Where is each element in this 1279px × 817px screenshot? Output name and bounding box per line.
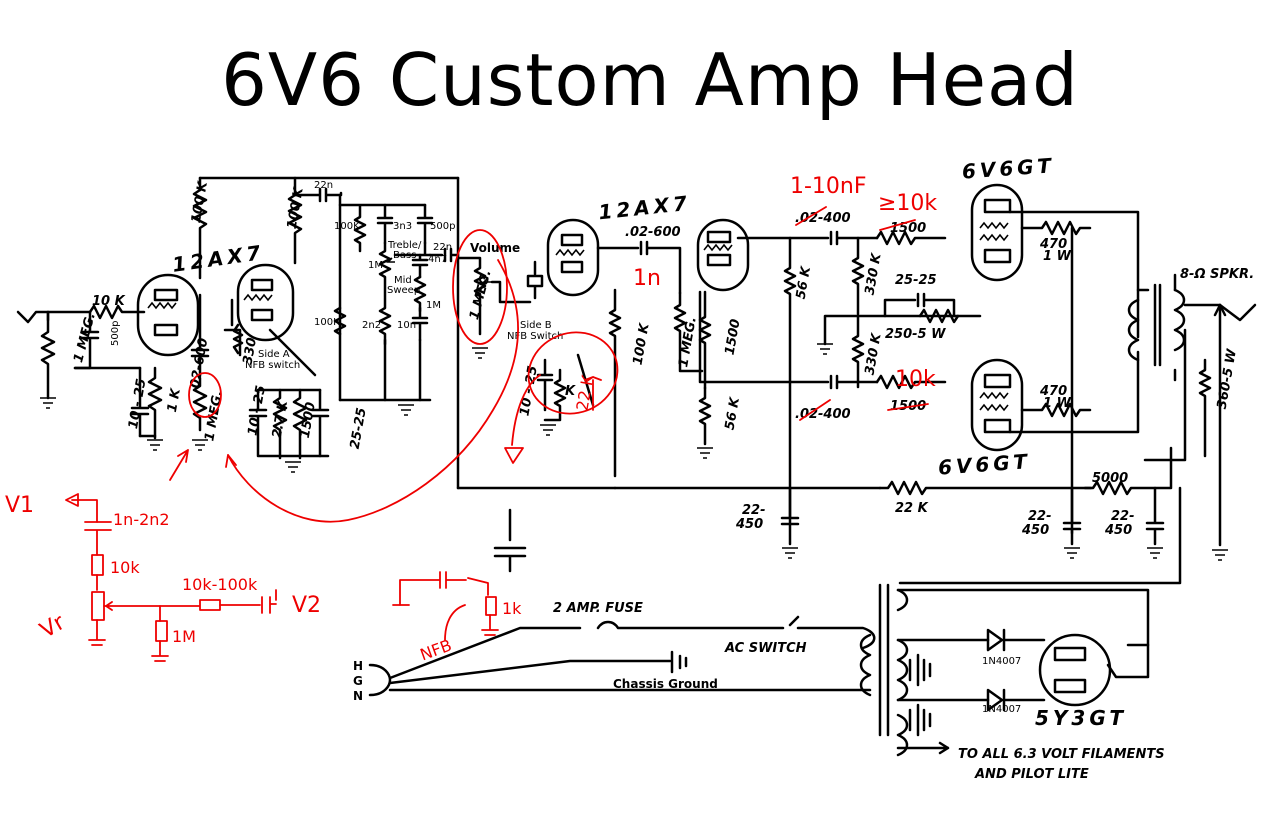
speaker-label: 8-Ω SPKR. <box>1180 267 1254 282</box>
c4n7-label: 4n7 <box>428 254 447 265</box>
v1-annotation: V1 <box>5 493 34 518</box>
c22-450-a-label: 22-450 <box>735 503 766 532</box>
ac-switch-label: AC SWITCH <box>724 641 807 656</box>
r56k-ps-label: 56 K <box>794 265 815 301</box>
power-supply: 22 K 5000 22-450 22-450 22-450 <box>456 446 1182 585</box>
pi-100k-label: 100 K <box>631 322 653 367</box>
c22-450-c-label: 22-450 <box>1104 509 1135 538</box>
power-amp: 1500 1500 56 K 330 K 330 K 25-25 250-5 W… <box>783 153 1257 561</box>
tube-v1-label: 12AX7 <box>171 240 266 277</box>
v2-annotation: V2 <box>292 593 321 618</box>
c22-450-b-label: 22-450 <box>1021 509 1052 538</box>
c3n3-label: 3n3 <box>393 221 412 232</box>
r2-7k-label: 2.7 K <box>270 399 291 440</box>
nfb-annotation: NFB <box>417 636 454 665</box>
r330k-bot-label: 330 K <box>863 332 885 377</box>
r330k-top-label: 330 K <box>863 252 885 297</box>
c25-25-label: 25-25 <box>348 407 370 451</box>
c25-25-b-label: 25-25 <box>895 273 937 288</box>
mains-n-label: N <box>353 689 363 703</box>
c1-10nf-annotation: 1-10nF <box>790 174 867 199</box>
c22n-vol-label: 22n <box>433 242 452 253</box>
in-500p-label: 500p <box>110 321 121 346</box>
r10k-b-annotation: 10k <box>895 367 936 392</box>
mains-input: H G N 2 AMP. FUSE AC SWITCH Chassis Grou… <box>353 601 876 703</box>
page-title: 6V6 Custom Amp Head <box>221 38 1079 122</box>
r5000-label: 5000 <box>1092 471 1128 486</box>
chassis-ground-label: Chassis Ground <box>613 677 718 691</box>
r1500-top-label: 1500 <box>890 221 926 236</box>
r100k-tone2-label: 100K <box>314 317 340 328</box>
tube-v2-12ax7: 12AX7 .02-600 100 K 1 MEG. 1500 56 K .02… <box>546 191 879 478</box>
mains-g-label: G <box>353 674 363 688</box>
tube-v1-12ax7: 12AX7 <box>136 240 295 357</box>
treble-bass-label: Treble/Bass <box>387 240 422 261</box>
plate-100k-b-label: 100 K <box>285 186 307 231</box>
pot-1m-b-label: 1M <box>426 300 441 311</box>
tone-stack: 100K 3n3 500p Treble/Bass 1M 4n7 22n Mid… <box>314 176 460 490</box>
tube-rectifier-label: 5Y3GT <box>1035 706 1127 730</box>
pi-1meg-label: 1 MEG. <box>676 316 700 369</box>
tube-v2-label: 12AX7 <box>597 191 692 225</box>
ge10k-annotation: ≥10k <box>878 191 937 216</box>
diode-top-label: 1N4007 <box>982 656 1021 667</box>
tube-power-top-label: 6V6GT <box>961 153 1055 183</box>
stage1-wiring: 100 K 100 K 22n .02-600 1 MEG. 10 - 25 1… <box>126 176 460 473</box>
c1n-annotation: 1n <box>633 266 661 291</box>
cath-1k-label: 1 K <box>165 387 184 414</box>
r22k-ps-label: 22 K <box>895 501 929 516</box>
vr-annotation: Vr <box>36 610 70 644</box>
fuse-label: 2 AMP. FUSE <box>553 601 643 616</box>
r10k-100k-annotation: 10k-100k <box>182 575 258 594</box>
vol-1meg-label: 1 MEG. <box>467 268 495 321</box>
tube-power-bot-label: 6V6GT <box>937 449 1031 479</box>
c10n-label: 10n <box>397 320 416 331</box>
c1n-2n2-annotation: 1n-2n2 <box>113 510 170 529</box>
c2n2-label: 2n2 <box>362 320 381 331</box>
plate-100k-a-label: 100 K <box>189 180 211 225</box>
in-10k-label: 10 K <box>92 294 126 309</box>
r1m-annotation: 1M <box>172 627 196 646</box>
r10k-a-annotation: 10k <box>110 558 140 577</box>
diode-bottom-label: 1N4007 <box>982 704 1021 715</box>
pot-1m-a-label: 1M <box>368 260 383 271</box>
cath-10-25-label: 10 - 25 <box>126 378 150 430</box>
r1500-label: 1500 <box>298 401 319 439</box>
pi-1500-label: 1500 <box>723 318 744 356</box>
c02-400-top-label: .02-400 <box>795 211 851 226</box>
r100k-tone-label: 100K <box>334 221 360 232</box>
c500p-tone-label: 500p <box>430 221 455 232</box>
c02-400-bot-label: .02-400 <box>795 407 851 422</box>
pi-c02-600-label: .02-600 <box>625 225 681 240</box>
pi-56k-label: 56 K <box>723 395 744 431</box>
power-transformer: 1N4007 1N4007 5Y3GT TO ALL 6.3 VOLT FILA… <box>859 583 1165 782</box>
r330-label: 330 <box>241 336 260 365</box>
r1k-annotation: 1k <box>502 599 522 618</box>
rk-label: K <box>565 384 576 399</box>
r250-5w-label: 250-5 W <box>885 327 946 342</box>
red-annotations: 22 K 1n 1-10nF ≥10k 10k V1 1n-2n2 10k Vr… <box>5 174 937 664</box>
c22n-top-label: 22n <box>314 180 333 191</box>
volume-label: Volume <box>470 241 520 255</box>
r360-5w-label: 360-5 W <box>1215 347 1240 410</box>
mains-h-label: H <box>353 659 363 673</box>
input-stage: 1 MEG. 10 K 500p <box>16 294 146 409</box>
